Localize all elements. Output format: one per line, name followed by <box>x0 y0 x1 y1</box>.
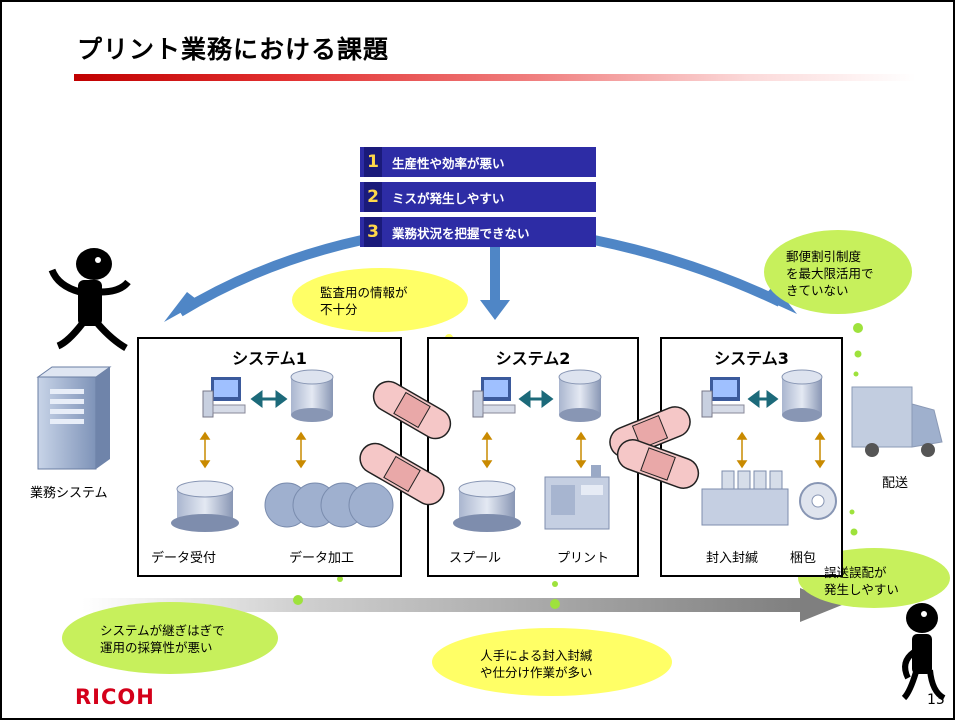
disc-package-icon <box>799 482 837 520</box>
inserter-machine-icon <box>701 470 789 526</box>
bidirectional-arrow-icon <box>250 390 288 408</box>
database-icon <box>290 369 334 422</box>
issue-number: 3 <box>364 217 382 247</box>
system-3-icons <box>701 369 837 526</box>
page-title: プリント業務における課題 <box>77 35 390 64</box>
system-3-box: システム3 <box>660 337 843 577</box>
issue-arrow-left <box>177 235 364 317</box>
system-label: システム3 <box>714 349 789 368</box>
cloud-misdelivery-text: 誤送誤配が発生しやすい <box>824 565 899 597</box>
caption-data-receive: データ受付 <box>151 551 217 566</box>
flow-bar <box>82 598 802 612</box>
flow-arrow-head <box>800 588 842 622</box>
worried-person-icon <box>901 603 946 701</box>
caption-enclose-seal: 封入封緘 <box>706 551 759 566</box>
issue-text: 業務状況を把握できない <box>392 225 530 241</box>
bandage-icon <box>359 442 445 506</box>
arrow-head-right <box>762 285 797 314</box>
cloud-audit <box>292 268 468 332</box>
printer-icon <box>544 465 610 530</box>
bandage-icon <box>372 380 452 440</box>
cloud-audit-text: 監査用の情報が不十分 <box>320 285 408 317</box>
pc-icon <box>202 377 246 418</box>
label-delivery: 配送 <box>882 476 909 491</box>
page-number: 13 <box>927 692 945 708</box>
system-label: システム2 <box>495 349 571 368</box>
bidirectional-arrow-icon <box>747 390 779 408</box>
issue-2: 2 ミスが発生しやすい <box>360 182 596 212</box>
pc-icon <box>701 377 745 418</box>
caption-packing: 梱包 <box>790 551 817 566</box>
database-icon <box>781 369 823 422</box>
issue-1: 1 生産性や効率が悪い <box>360 147 596 177</box>
delivery-truck-icon <box>851 386 943 457</box>
system-label: システム1 <box>232 349 307 368</box>
updown-arrow-icon <box>736 431 826 469</box>
issue-number: 1 <box>364 147 382 177</box>
gears-icon <box>264 482 394 528</box>
issue-text: 生産性や効率が悪い <box>392 155 505 171</box>
updown-arrow-icon <box>199 431 307 469</box>
system-2-icons <box>453 369 610 532</box>
system-1-icons <box>171 369 394 532</box>
cloud-postal <box>764 230 912 314</box>
ricoh-logo: RICOH <box>75 685 155 709</box>
spool-drum-icon <box>171 480 239 532</box>
caption-data-processing: データ加工 <box>289 551 355 566</box>
caption-print: プリント <box>557 551 610 566</box>
issue-3: 3 業務状況を把握できない <box>360 217 596 247</box>
issue-text: ミスが発生しやすい <box>392 190 505 206</box>
cloud-patchwork <box>62 602 278 674</box>
spool-drum-icon <box>453 480 521 532</box>
arrow-head-center <box>480 300 510 320</box>
updown-arrow-icon <box>481 431 587 469</box>
label-business-system: 業務システム <box>30 486 108 501</box>
cloud-manual <box>432 628 672 696</box>
caption-spool: スプール <box>449 551 502 566</box>
cloud-postal-text: 郵便割引制度を最大限活用できていない <box>786 249 874 298</box>
issue-number: 2 <box>364 182 382 212</box>
cloud-patchwork-text: システムが継ぎはぎで運用の採算性が悪い <box>100 623 225 655</box>
cloud-manual-text: 人手による封入封緘や仕分け作業が多い <box>480 648 593 680</box>
pc-icon <box>472 377 516 418</box>
system-1-box: システム1 <box>137 337 402 577</box>
system-2-box: システム2 <box>427 337 639 577</box>
database-icon <box>558 369 602 422</box>
title-underline <box>74 74 916 81</box>
frustrated-person-icon <box>48 248 131 352</box>
bidirectional-arrow-icon <box>518 390 554 408</box>
business-system-server-icon <box>36 366 112 470</box>
bandage-icon <box>616 439 700 489</box>
arrow-head-left <box>164 292 200 322</box>
issue-arrow-right <box>592 235 783 307</box>
